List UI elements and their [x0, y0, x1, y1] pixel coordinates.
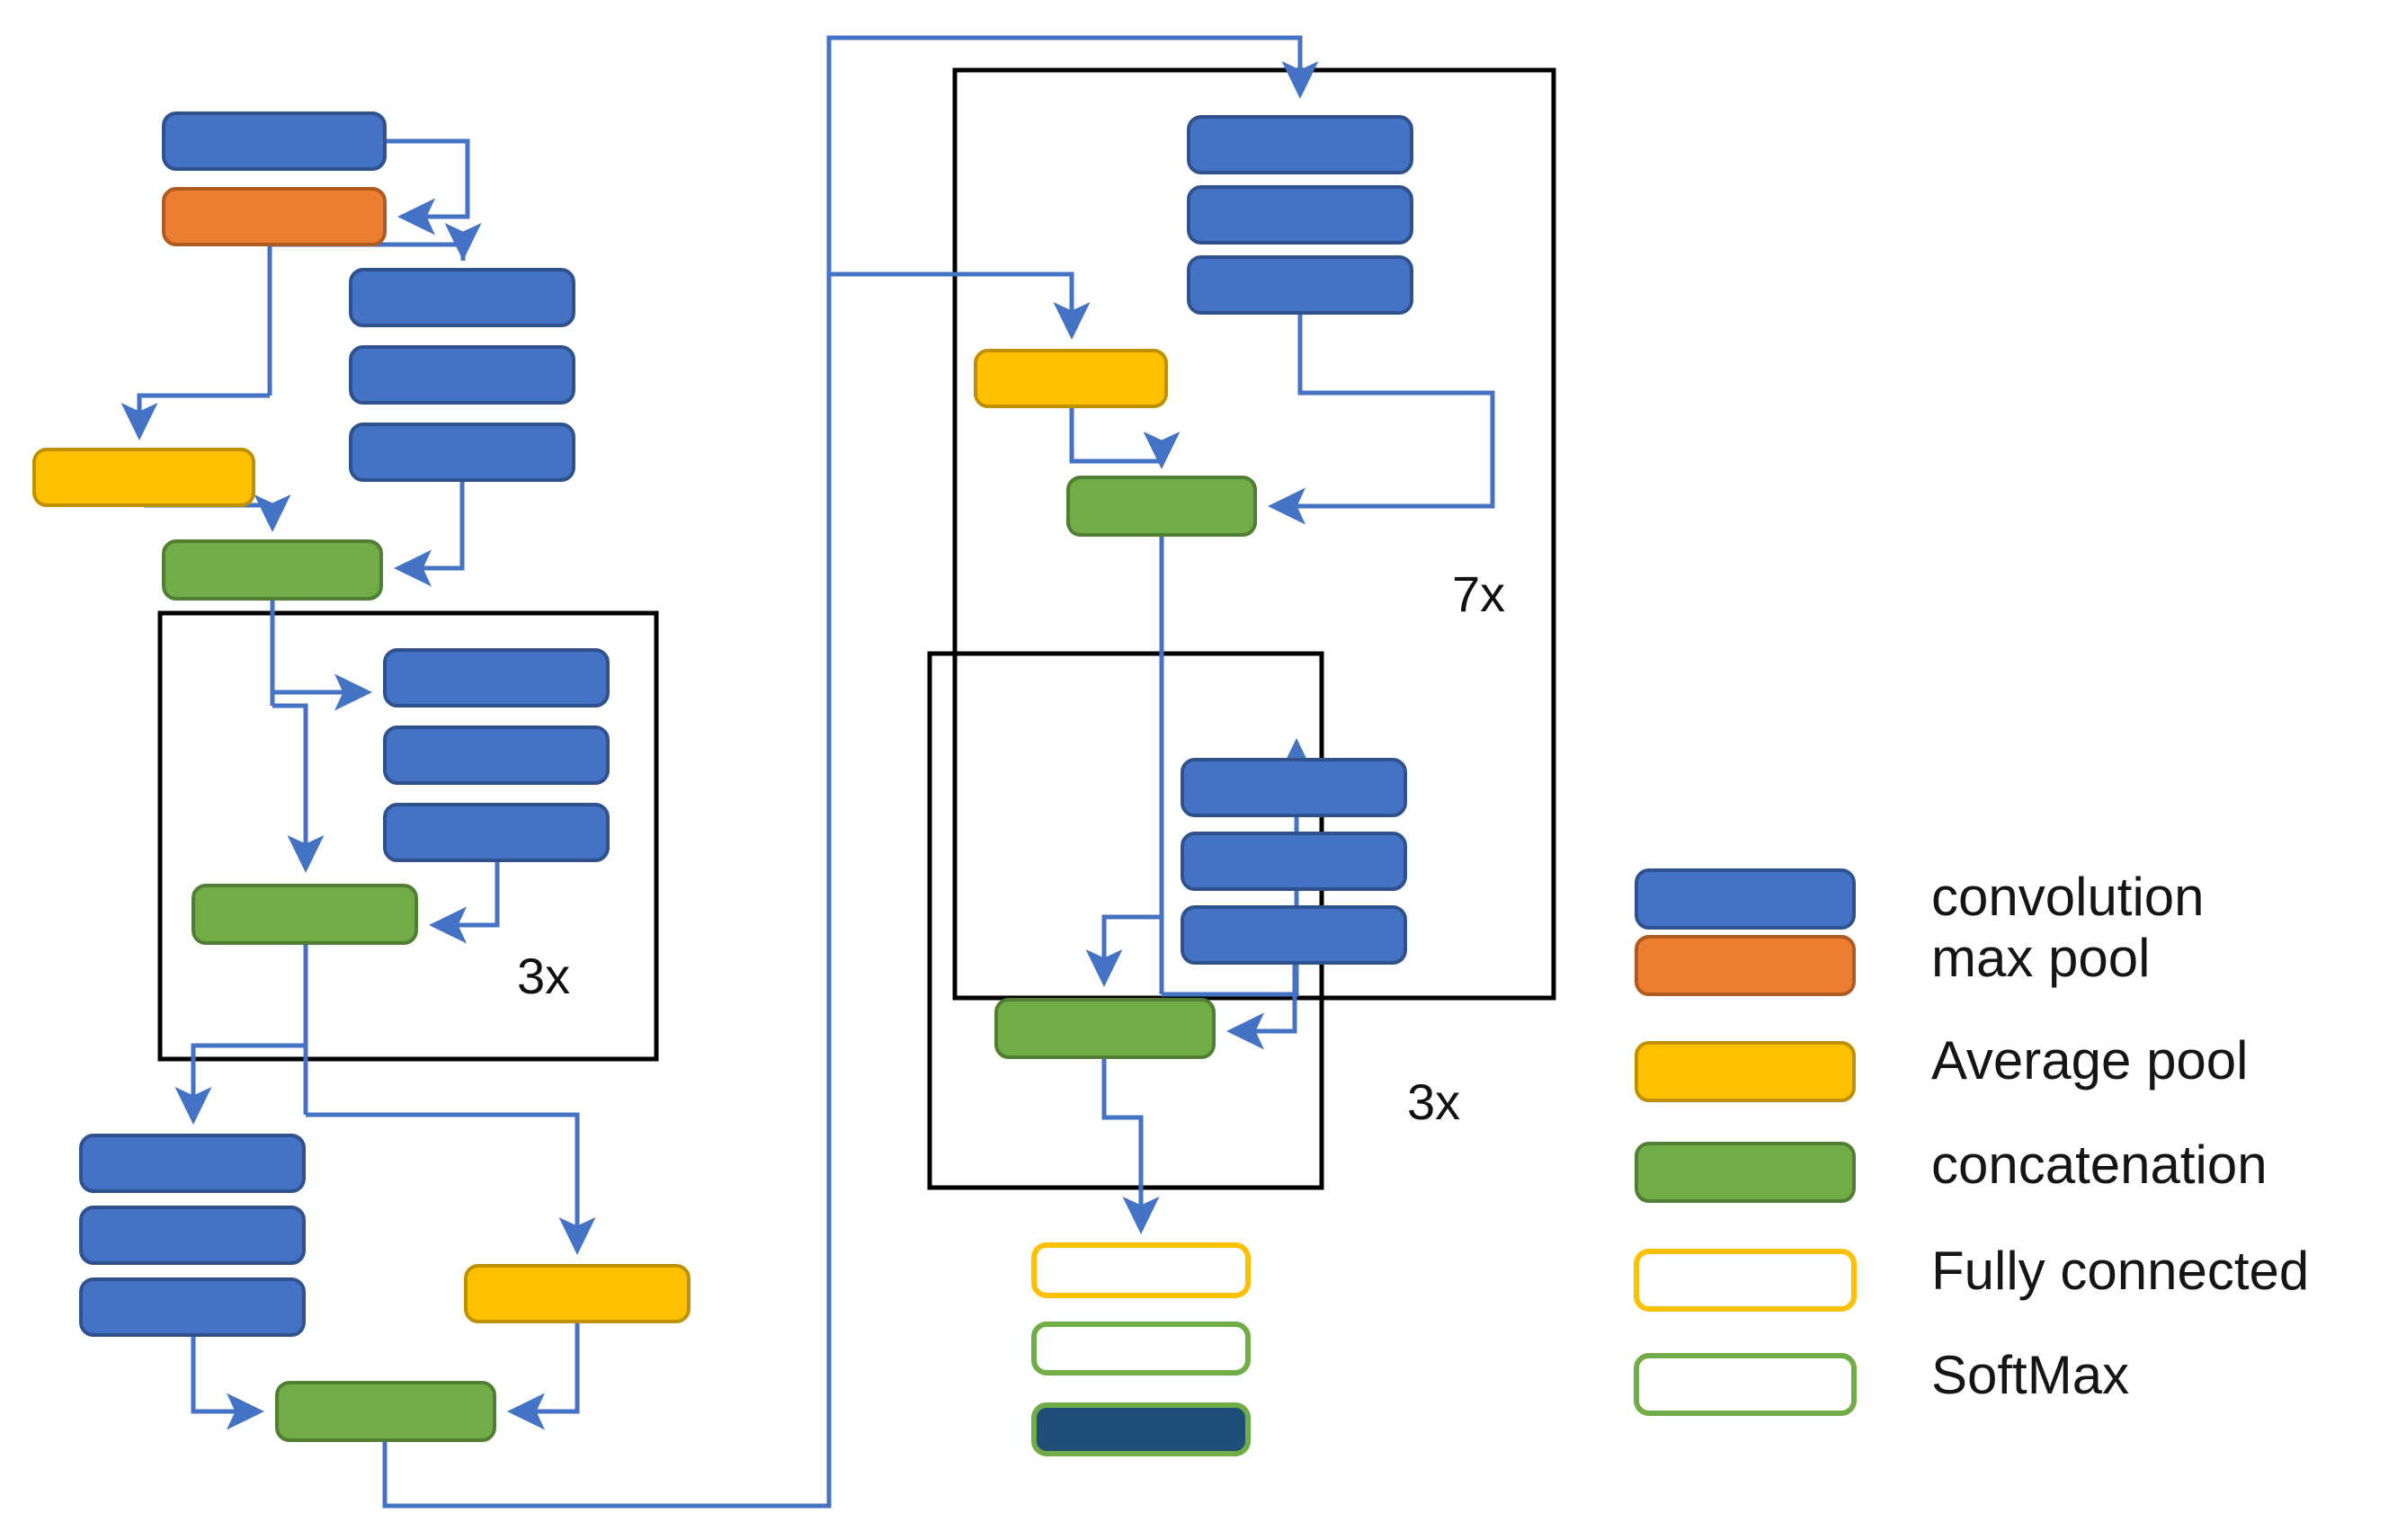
block-conv-2b[interactable]	[349, 345, 575, 405]
edge-conv3c-to-concat2	[428, 860, 500, 944]
block-conv-4b[interactable]	[79, 1206, 306, 1265]
group-label-right-3x: 3x	[1407, 1073, 1460, 1130]
edge-concat3-to-7x	[382, 35, 1319, 1509]
legend-softmax-swatch	[1634, 1353, 1857, 1416]
block-conv-2c[interactable]	[349, 423, 575, 482]
block-conv-5a[interactable]	[1187, 115, 1413, 174]
block-conv-5b[interactable]	[1187, 185, 1413, 245]
block-maxpool-1[interactable]	[162, 187, 387, 246]
legend-fully-connected-label: Fully connected	[1931, 1241, 2309, 1301]
edge-concat5-to-fc	[1101, 1057, 1160, 1235]
block-concat-5[interactable]	[994, 998, 1216, 1059]
edge-concat2-to-conv4a	[174, 1043, 306, 1126]
legend-fully-connected-swatch	[1634, 1249, 1857, 1312]
edge-maxpool-to-avgpool1	[120, 393, 270, 441]
edge-conv1-to-maxpool	[385, 138, 470, 236]
block-softmax-out[interactable]	[1031, 1322, 1251, 1375]
group-box-left-3x	[157, 610, 659, 1062]
block-conv-3a[interactable]	[383, 648, 610, 708]
legend-average-pool-label: Average pool	[1931, 1030, 2249, 1090]
block-conv-4c[interactable]	[79, 1277, 306, 1337]
blocks-layer	[32, 111, 1413, 1456]
edge-conv4c-to-concat3	[191, 1335, 265, 1430]
edge-avgpool1-to-concat1	[144, 494, 291, 533]
block-conv-4a[interactable]	[79, 1134, 306, 1193]
group-label-left-3x: 3x	[517, 948, 570, 1004]
block-final-out[interactable]	[1031, 1402, 1251, 1456]
block-conv-1[interactable]	[162, 111, 387, 171]
edge-conv5c-to-concat4	[1267, 313, 1495, 525]
edge-maxpool-to-conv2a	[270, 242, 466, 261]
legend-concatenation-swatch	[1635, 1142, 1856, 1203]
block-conv-6b[interactable]	[1181, 832, 1407, 891]
legend-max-pool-label: max pool	[1931, 928, 2150, 988]
legend-concatenation-label: concatenation	[1931, 1135, 2268, 1195]
legend-average-pool-swatch	[1635, 1041, 1856, 1102]
block-conv-2a[interactable]	[349, 268, 575, 327]
connectors	[120, 35, 1495, 1509]
edge-conv6c-to-concat5	[1225, 963, 1297, 1050]
edge-trunk-to-avgpool3	[829, 272, 1091, 341]
group-box-right-7x	[952, 67, 1556, 1001]
legend-softmax-label: SoftMax	[1931, 1345, 2129, 1405]
edge-concat2-to-avgpool2	[306, 1112, 596, 1256]
legend-convolution-swatch	[1635, 868, 1856, 930]
block-avgpool-2[interactable]	[464, 1264, 691, 1323]
edge-conv2c-to-concat1	[393, 480, 465, 587]
legend-convolution-label: convolution	[1931, 867, 2205, 927]
block-conv-6c[interactable]	[1181, 905, 1407, 965]
edge-avgpool2-to-concat3	[506, 1322, 580, 1430]
block-avgpool-1[interactable]	[32, 448, 255, 507]
block-concat-3[interactable]	[275, 1381, 496, 1442]
group-label-right-7x: 7x	[1452, 565, 1505, 622]
block-conv-6a[interactable]	[1181, 758, 1407, 817]
block-conv-3b[interactable]	[383, 725, 610, 785]
block-concat-4[interactable]	[1066, 476, 1257, 537]
block-conv-3c[interactable]	[383, 803, 610, 862]
legend-max-pool-swatch	[1635, 935, 1856, 996]
block-conv-5c[interactable]	[1187, 255, 1413, 315]
block-fc-out[interactable]	[1031, 1242, 1251, 1298]
block-concat-1[interactable]	[162, 539, 383, 601]
block-avgpool-3[interactable]	[974, 349, 1168, 408]
edge-avgpool3-to-concat4	[1069, 406, 1164, 464]
edge-concat4-left-branch	[1101, 914, 1162, 980]
group-labels-layer: 3x 7x 3x	[517, 565, 1505, 1130]
edge-concat1-to-concat2	[272, 703, 325, 874]
block-concat-2[interactable]	[192, 884, 418, 945]
